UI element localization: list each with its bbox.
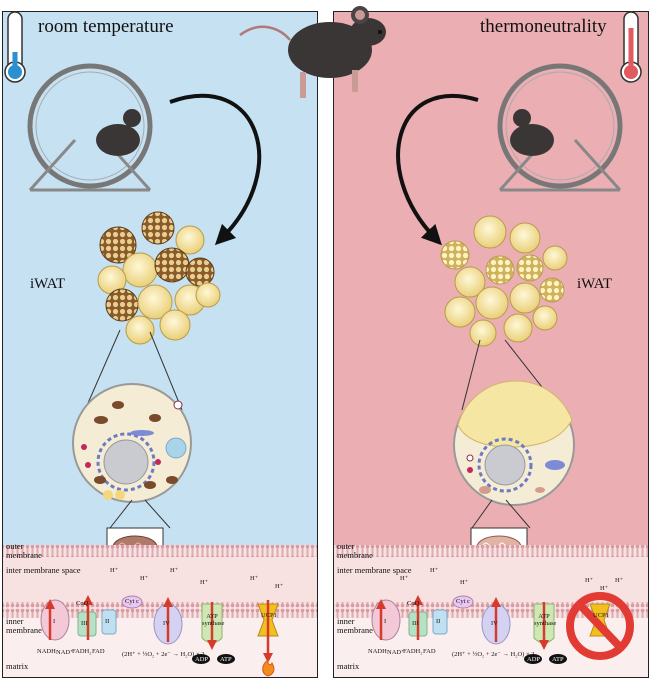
proton-label: H⁺: [585, 577, 594, 584]
adp-label-left: ADP: [195, 656, 209, 663]
outer-membrane-label-left: outer membrane: [6, 541, 42, 560]
cytc-right: [452, 595, 474, 609]
proton-label: H⁺: [110, 567, 119, 574]
proton-label: H⁺: [615, 577, 624, 584]
proton-label: H⁺: [200, 579, 209, 586]
atp-synthase-label-right: ATP synthase: [534, 613, 557, 627]
arrow-wheel-to-iwat-left: [169, 93, 262, 246]
iwat-label-left: iWAT: [30, 276, 65, 292]
proton-label: H⁺: [430, 567, 439, 574]
atp-synthase-label-left: ATP synthase: [202, 613, 225, 627]
complex-i-label-right: I: [384, 618, 387, 625]
complex-ii-label-left: II: [105, 618, 110, 625]
coq-label-left: CoQ: [76, 600, 89, 607]
proton-label: H⁺: [460, 579, 469, 586]
cytc-label-left: Cyt c: [125, 598, 139, 605]
proton-label: H⁺: [170, 567, 179, 574]
complex-iv-label-right: IV: [491, 620, 498, 627]
nad-label-right: NAD⁺: [387, 649, 405, 656]
complex-iii-label-right: III: [412, 620, 419, 627]
beige-adipocyte-cell: [72, 383, 192, 503]
heat-flame-icon: [262, 658, 275, 677]
complex-iii-label-left: III: [81, 620, 88, 627]
matrix-label-left: matrix: [6, 661, 29, 671]
running-wheel-left-icon: [27, 63, 153, 192]
left-panel-title: room temperature: [38, 16, 174, 37]
white-adipocyte-cell: [453, 380, 575, 506]
iwat-label-right: iWAT: [577, 276, 612, 292]
proton-label: H⁺: [275, 583, 284, 590]
mouse-icon: [239, 6, 386, 98]
ucp1-label-left: UCP1: [261, 612, 277, 619]
right-panel-title: thermoneutrality: [480, 16, 607, 37]
atp-label-right: ATP: [552, 656, 564, 663]
nad-label-left: NAD⁺: [56, 649, 74, 656]
proton-label: H⁺: [600, 585, 609, 592]
complex-i-right: [371, 599, 401, 641]
thermometer-warm-icon: [620, 11, 642, 83]
thermometer-cold-icon: [4, 11, 26, 83]
cytc-label-right: Cyt c: [456, 598, 470, 605]
fad-label-right: FAD: [423, 648, 436, 655]
inter-membrane-space-label-right: inter membrane space: [337, 565, 412, 575]
nadh-label-right: NADH: [368, 648, 387, 655]
complex-ii-left: [101, 609, 117, 635]
fadh2-label-left: FADH₂: [72, 648, 92, 655]
nadh-label-left: NADH: [37, 648, 56, 655]
complex-iv-label-left: IV: [163, 620, 170, 627]
proton-label: H⁺: [250, 575, 259, 582]
reaction-label-right: (2H⁺ + ½O₂ + 2e⁻ → H₂O) × 2: [452, 651, 535, 658]
fad-label-left: FAD: [92, 648, 105, 655]
inner-membrane-label-right: inner membrane: [337, 616, 373, 635]
matrix-label-right: matrix: [337, 661, 360, 671]
complex-ii-right: [432, 609, 448, 635]
complex-i-label-left: I: [53, 618, 56, 625]
complex-ii-label-right: II: [436, 618, 441, 625]
coq-label-right: CoQ: [407, 600, 420, 607]
ucp1-label-right: UCP1: [593, 612, 609, 619]
inner-membrane-label-left: inner membrane: [6, 616, 42, 635]
arrow-wheel-to-iwat-right: [396, 93, 479, 246]
running-wheel-right-icon: [497, 63, 623, 192]
fadh2-label-right: FADH₂: [403, 648, 423, 655]
atp-label-left: ATP: [220, 656, 232, 663]
proton-label: H⁺: [140, 575, 149, 582]
reaction-label-left: (2H⁺ + ½O₂ + 2e⁻ → H₂O) × 2: [122, 651, 205, 658]
inter-membrane-space-label-left: inter membrane space: [6, 565, 81, 575]
iwat-brown-cluster: [97, 211, 221, 345]
iwat-white-cluster: [440, 215, 568, 347]
outer-membrane-label-right: outer membrane: [337, 541, 373, 560]
proton-label: H⁺: [400, 575, 409, 582]
cytc-left: [121, 595, 143, 609]
complex-i-left: [40, 599, 70, 641]
prohibited-icon: [566, 592, 634, 660]
adp-label-right: ADP: [527, 656, 541, 663]
